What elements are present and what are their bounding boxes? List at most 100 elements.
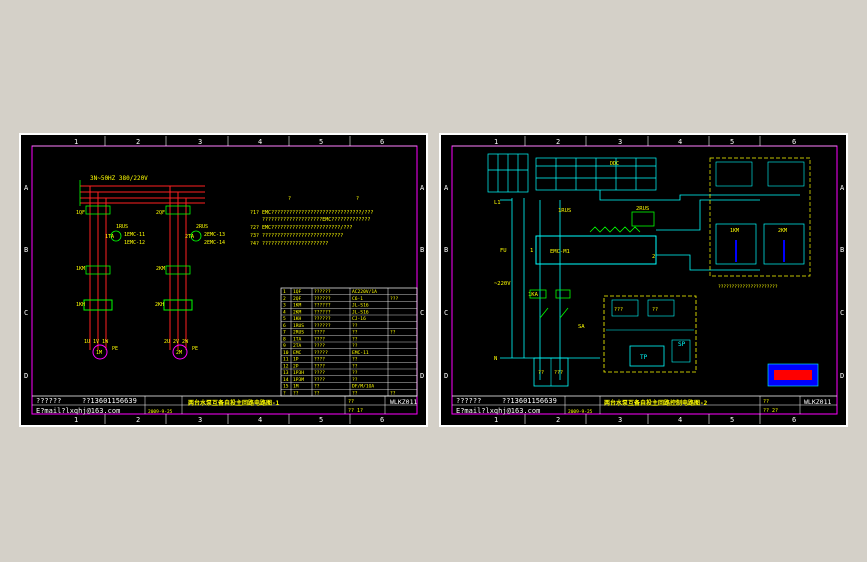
table-cell: JL-S16 [352, 303, 369, 309]
motor-1m-icon [92, 344, 108, 360]
scale-text: ?? [763, 399, 769, 405]
label-1emc-12: 1EMC-12 [124, 240, 145, 246]
ddc-label: DDC [610, 161, 619, 167]
table-cell: ???? [314, 330, 325, 336]
label-ac: ~220V [494, 281, 511, 287]
table-cell: ?? [352, 330, 358, 336]
label-bus-1: 1U 1V 1W [84, 339, 109, 345]
table-cell: ???? [314, 336, 325, 342]
contactor-1km [85, 265, 111, 275]
table-cell: ???? [314, 377, 325, 383]
table-cell: ?? [314, 390, 320, 396]
table-cell: ??? [390, 296, 399, 302]
table-cell: ???? [314, 370, 325, 376]
feeder-2: 2QF 2KM 2KH 2TA 2RUS 2EMC-13 2EMC-14 2U … [155, 186, 225, 360]
table-cell: EMC-11 [352, 350, 369, 356]
table-cell: 13 [283, 370, 289, 376]
current-transformer-2ta [190, 230, 202, 242]
col-number: 5 [730, 416, 734, 424]
table-cell: C6-1 [352, 296, 363, 302]
table-cell: 7 [283, 330, 286, 336]
table-cell: 1P3M [293, 377, 304, 383]
table-cell: DF/M/1OA [352, 384, 374, 390]
col-number: 2 [556, 416, 560, 424]
label-sp: SP [678, 341, 686, 348]
table-cell: ?? [352, 377, 358, 383]
row-letter: C [840, 309, 844, 317]
designer-label: ?????? [456, 397, 481, 405]
row-letter: D [444, 372, 448, 380]
table-cell: 9 [283, 343, 286, 349]
table-cell: ???? [314, 363, 325, 369]
col-number: 3 [198, 416, 202, 424]
label-1rus: 1RUS [558, 208, 571, 214]
table-cell: ?? [314, 384, 320, 390]
table-cell: ?? [352, 363, 358, 369]
table-cell: 1QF [293, 289, 302, 295]
table-cell: 8 [283, 336, 286, 342]
row-letter: C [420, 309, 424, 317]
designer-label: ?????? [36, 397, 61, 405]
drawing-title: 两台水泵互备自投主回路电路图-1 [188, 399, 280, 407]
note-mark: ? [288, 196, 291, 202]
emc-controller [535, 235, 657, 265]
col-number: 1 [494, 416, 498, 424]
table-cell: 4 [283, 309, 286, 315]
table-cell: 2P [293, 363, 299, 369]
row-letter: C [24, 309, 28, 317]
title-block-2: ?????? ??13601156639 E?mail?lxqhj@163.co… [452, 395, 837, 415]
email-text: E?mail?lxqhj@163.com [36, 407, 120, 415]
col-number: 2 [556, 138, 560, 146]
terminal-block-left [487, 153, 529, 193]
row-letter: D [24, 372, 28, 380]
table-cell: EMC [293, 350, 302, 356]
row-letter: A [24, 184, 29, 192]
col-number: 4 [678, 416, 682, 424]
table-cell: 1 [283, 289, 286, 295]
table-cell: ?? [352, 336, 358, 342]
drawing-title: 两台水泵互备自投主回路控制电路图-2 [604, 399, 708, 407]
col-number: 1 [74, 416, 78, 424]
table-cell: 1M [293, 384, 299, 390]
label-motor-1m: 1M [96, 350, 102, 356]
relay-label-1: ?? [538, 370, 544, 376]
scale-text: ?? [348, 399, 354, 405]
label-1qf: 1QF [76, 210, 85, 216]
col-number: 2 [136, 416, 140, 424]
table-cell: ?? [390, 390, 396, 396]
col-number: 6 [380, 138, 384, 146]
ddc-terminal-block [535, 157, 657, 191]
table-cell: ?? [352, 357, 358, 363]
row-letter: B [840, 246, 844, 254]
row-letter: B [444, 246, 448, 254]
table-cell: 6 [283, 323, 286, 329]
table-cell: ?????? [314, 289, 331, 295]
table-cell: ?????? [314, 309, 331, 315]
company-stamp [767, 363, 819, 387]
col-number: 4 [258, 416, 262, 424]
table-cell: ? [283, 390, 286, 396]
row-letter: A [444, 184, 449, 192]
sheet-2: 1 2 3 4 5 6 1 2 3 4 5 6 A B C D A B C D [439, 133, 848, 427]
table-cell: 2RUS [293, 330, 304, 336]
label-2ta: 2TA [185, 234, 194, 240]
table-cell: ?????? [314, 316, 331, 322]
col-number: 3 [618, 416, 622, 424]
label-tp: TP [640, 354, 648, 361]
table-cell: 1KM [293, 303, 302, 309]
overload-2kh [163, 299, 193, 311]
table-cell: ?? [352, 323, 358, 329]
col-number: 6 [792, 138, 796, 146]
label-motor-2m: 2M [176, 350, 182, 356]
drawing-code: WLKZ011 [390, 398, 417, 406]
col-number: 6 [380, 416, 384, 424]
contactor-box: 1KM 2KM [709, 157, 811, 277]
drawing-code: WLKZ011 [804, 398, 831, 406]
label-2rus: 2RUS [636, 206, 649, 212]
note-line: ?1? EMC??????????????????????????????/??… [250, 210, 373, 216]
overload-1kh [83, 299, 113, 311]
label-2km: 2KM [156, 266, 165, 272]
date-text: 2009-9-25 [148, 409, 173, 415]
contactor-2km [165, 265, 191, 275]
